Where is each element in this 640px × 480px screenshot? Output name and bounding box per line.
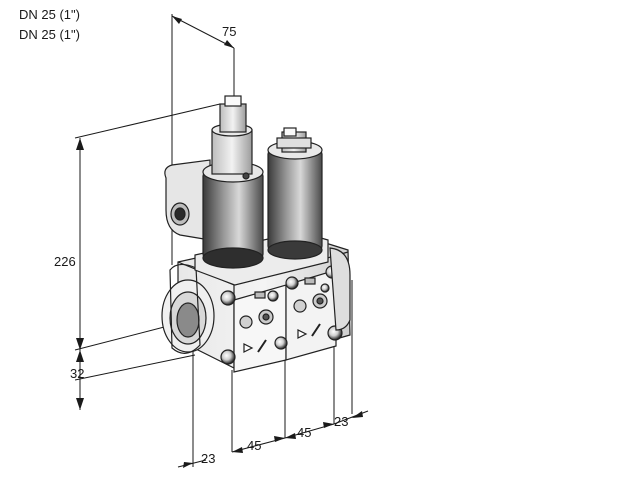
dim-label-45-right: 45 (297, 425, 311, 440)
size-label-2: DN 25 (1") (19, 27, 80, 42)
arrowheads (76, 16, 363, 468)
dim-label-23-right: 23 (334, 414, 348, 429)
dim-label-32: 32 (70, 366, 84, 381)
dim-label-45-left: 45 (247, 438, 261, 453)
dim-label-226: 226 (54, 254, 76, 269)
valve-assembly (161, 95, 351, 373)
dim-label-75: 75 (222, 24, 236, 39)
dim-label-23-left: 23 (201, 451, 215, 466)
size-label-1: DN 25 (1") (19, 7, 80, 22)
